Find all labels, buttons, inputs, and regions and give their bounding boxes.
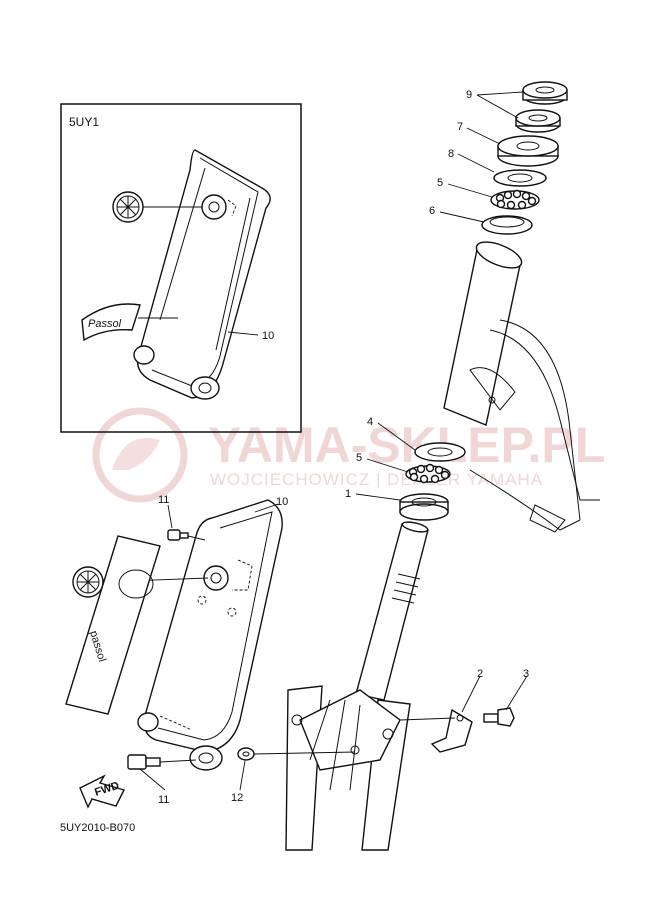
upper-race <box>493 169 547 187</box>
bolt-part-11-lower <box>127 754 161 770</box>
bracket-part-2 <box>430 708 473 753</box>
callout-1: 1 <box>345 488 351 500</box>
callout-5-upper: 5 <box>437 177 443 189</box>
callout-7: 7 <box>457 121 463 133</box>
callout-3: 3 <box>523 668 529 680</box>
watermark-logo-mark <box>112 438 160 470</box>
front-fork <box>285 685 411 851</box>
inset-decal: Passol <box>81 303 141 342</box>
washer <box>497 135 559 167</box>
callout-10-inset: 10 <box>262 330 274 342</box>
diagram-code: 5UY2010-B070 <box>60 822 135 834</box>
bolt-part-3 <box>483 707 515 727</box>
inset-emblem <box>112 191 144 223</box>
front-cover <box>137 499 283 771</box>
inset-cover <box>133 149 271 400</box>
callout-10-main: 10 <box>276 496 288 508</box>
lower-race <box>414 442 466 462</box>
inset-frame <box>60 103 302 433</box>
collar-part-12 <box>237 747 255 761</box>
screw-part-11-upper <box>167 529 189 541</box>
emblem <box>72 566 104 598</box>
callout-11-upper: 11 <box>158 494 169 506</box>
decal-sheet: passol <box>65 535 161 715</box>
callout-6: 6 <box>429 205 435 217</box>
callout-12: 12 <box>231 792 243 804</box>
watermark-tagline: WOJCIECHOWICZ | DEALER YAMAHA <box>210 470 543 489</box>
fwd-arrow: FWD <box>79 774 126 809</box>
callout-9: 9 <box>466 89 472 101</box>
frame-head-pipe <box>443 241 600 533</box>
callout-4: 4 <box>367 416 373 428</box>
lower-cone <box>399 493 449 521</box>
callout-2: 2 <box>477 668 483 680</box>
watermark-brand: YAMA-SKLEP.PL <box>208 417 605 473</box>
inset-decal-text: Passol <box>88 318 122 330</box>
callout-8: 8 <box>448 148 454 160</box>
inset-box: 5UY1 Passol 10 <box>60 103 302 433</box>
watermark-logo <box>92 407 188 503</box>
callout-11-lower: 11 <box>158 794 169 806</box>
steering-stem <box>355 521 429 701</box>
lower-bearing <box>405 463 451 484</box>
steering-nuts <box>515 81 568 133</box>
upper-bearing <box>490 189 540 210</box>
callout-5-lower: 5 <box>356 452 362 464</box>
watermark: YAMA-SKLEP.PL WOJCIECHOWICZ | DEALER YAM… <box>92 407 605 503</box>
leader-lines <box>139 91 528 791</box>
upper-cup <box>481 215 533 235</box>
inset-label: 5UY1 <box>69 115 99 129</box>
